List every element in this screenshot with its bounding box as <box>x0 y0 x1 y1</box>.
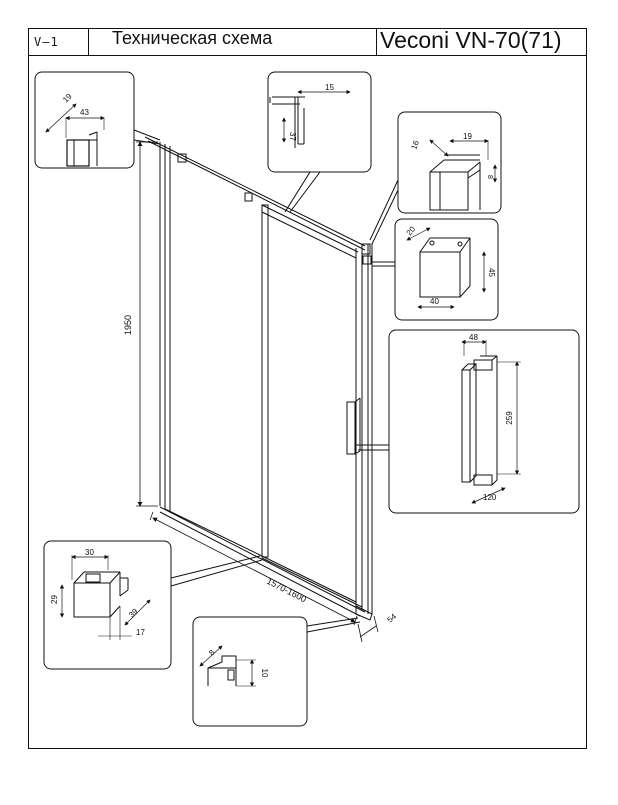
dim-bracket-2: 45 <box>487 268 496 277</box>
dim-depth: 54 <box>386 612 399 625</box>
sheet-code: V–1 <box>34 35 59 49</box>
dim-bottom-left-3: 39 <box>127 606 140 619</box>
dim-top-right-2: 19 <box>463 132 472 141</box>
dim-bottom-left-2: 29 <box>50 595 59 604</box>
dim-handle-2: 259 <box>505 411 514 425</box>
callout-bracket <box>372 218 499 321</box>
callout-bottom-left <box>43 540 263 670</box>
dim-handle-1: 48 <box>469 333 478 342</box>
drawing-title: Техническая схема <box>112 28 273 48</box>
callout-bottom-center <box>192 616 361 727</box>
dim-top-center-1: 15 <box>325 83 334 92</box>
callout-top-center <box>267 71 372 213</box>
dim-top-right-1: 16 <box>409 139 421 151</box>
dim-top-right-3: 8 <box>486 175 493 179</box>
overall-dimensions <box>136 141 379 643</box>
callout-top-left <box>34 71 161 169</box>
model-name: Veconi VN-70(71) <box>380 27 562 53</box>
sheet-frame <box>28 28 587 749</box>
dim-bracket-3: 40 <box>430 297 439 306</box>
dim-width: 1570-1600 <box>265 576 308 604</box>
dim-top-center-2: 37 <box>288 132 297 141</box>
dim-top-left-1: 19 <box>61 91 74 104</box>
dim-bottom-left-4: 17 <box>136 628 145 637</box>
callout-top-right <box>369 111 502 245</box>
dim-bottom-center-2: 10 <box>260 669 269 678</box>
shower-enclosure-drawing <box>144 136 373 621</box>
dim-bottom-left-1: 30 <box>85 548 94 557</box>
callout-handle <box>355 329 580 514</box>
dim-top-left-2: 43 <box>80 108 89 117</box>
dim-handle-3: 120 <box>483 493 497 502</box>
dim-height: 1950 <box>123 315 133 335</box>
dim-bottom-center-1: 8 <box>207 648 217 658</box>
